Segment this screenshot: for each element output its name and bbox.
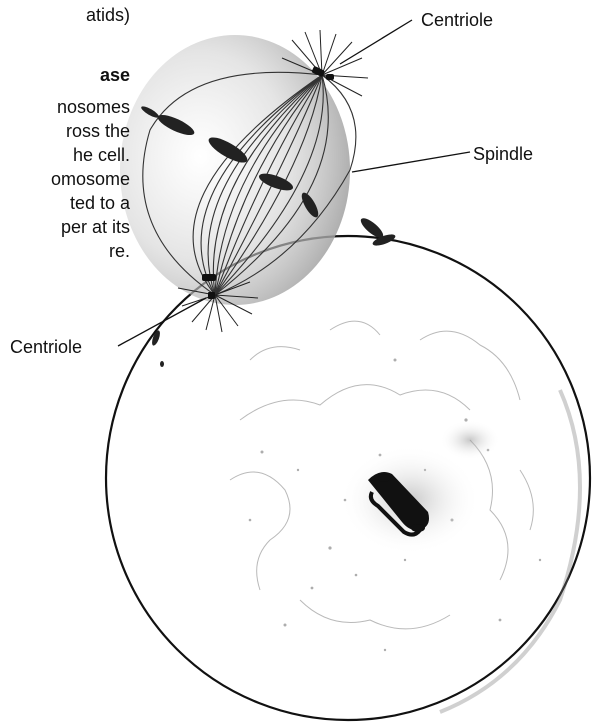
chromatin-haze xyxy=(440,420,500,460)
caption-line: per at its xyxy=(61,216,130,238)
caption-line: ted to a xyxy=(70,192,130,214)
label-spindle: Spindle xyxy=(473,143,533,165)
label-centriole-left: Centriole xyxy=(10,336,82,358)
leader-spindle xyxy=(352,152,470,172)
leader-centriole-top xyxy=(340,20,412,64)
caption-heading: ase xyxy=(100,64,130,86)
caption-line: ross the xyxy=(66,120,130,142)
caption-line: nosomes xyxy=(57,96,130,118)
caption-line: he cell. xyxy=(73,144,130,166)
caption-line: omosome xyxy=(51,168,130,190)
caption-top-fragment: atids) xyxy=(86,4,130,26)
large-cell xyxy=(106,236,590,720)
label-centriole-top: Centriole xyxy=(421,9,493,31)
caption-line: re. xyxy=(109,240,130,262)
caption-block: atids) ase nosomes ross the he cell. omo… xyxy=(0,0,130,300)
